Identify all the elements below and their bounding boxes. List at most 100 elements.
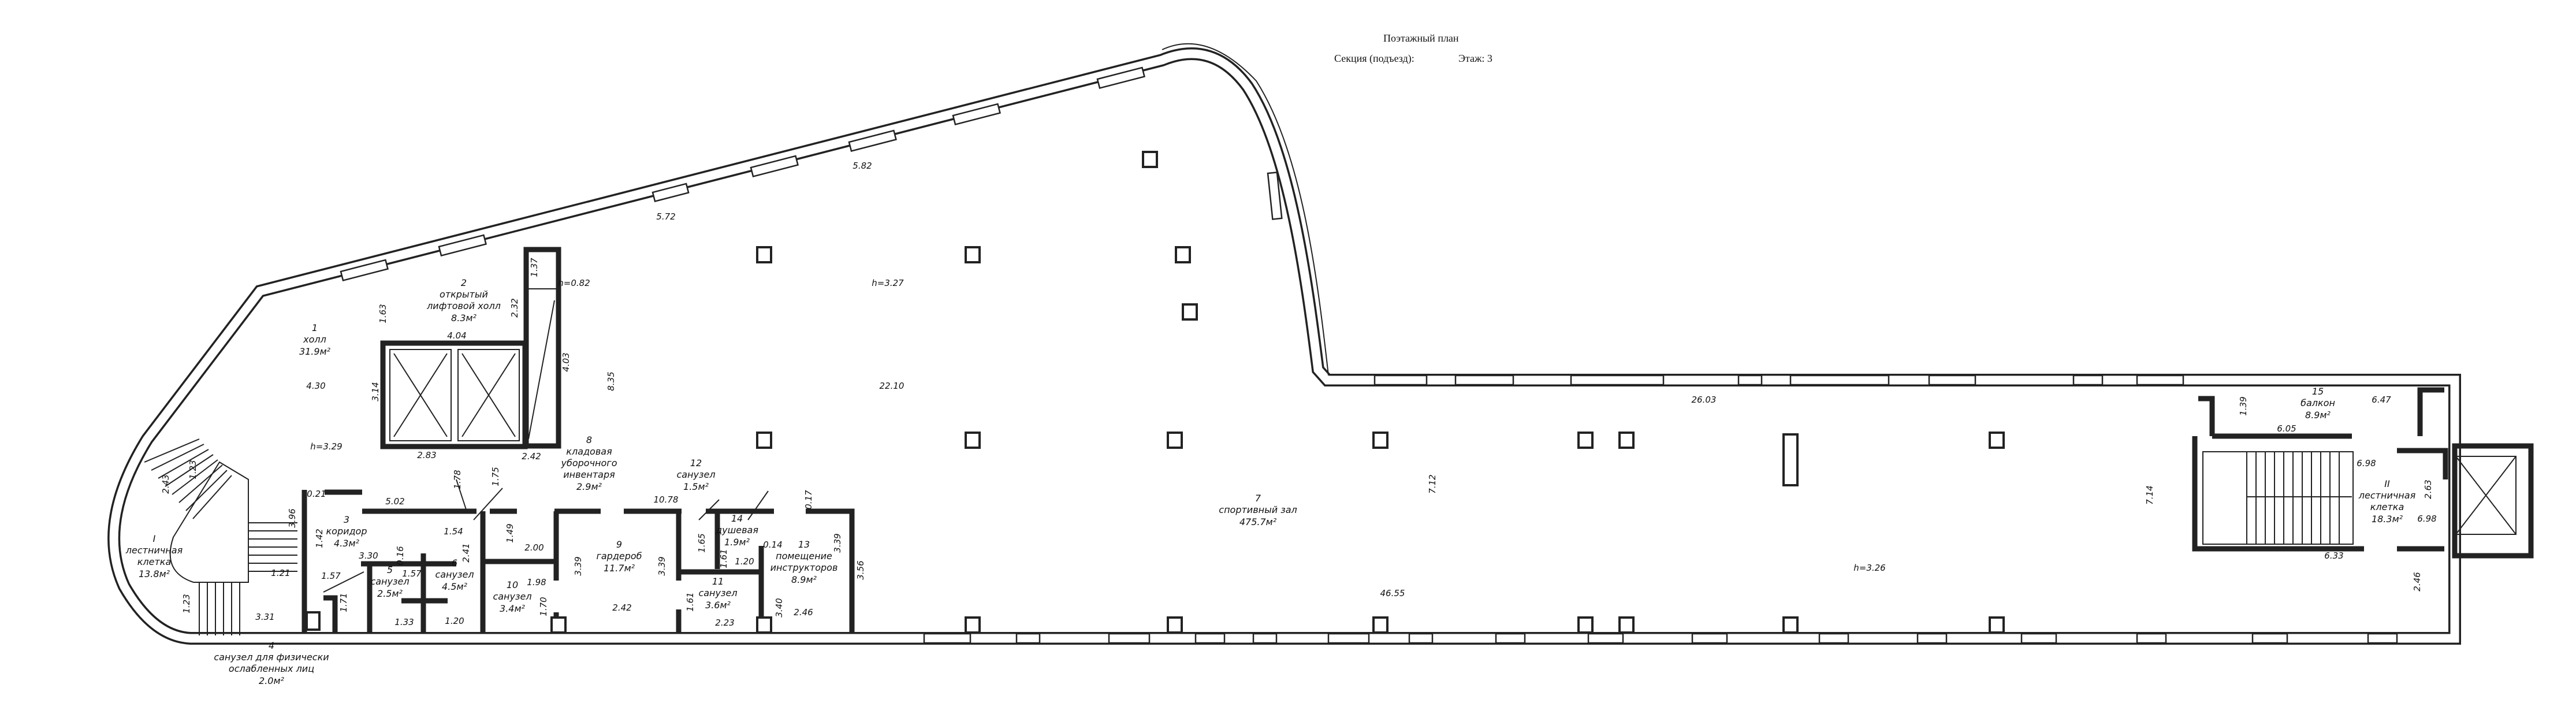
room-area: 4.3м² [334,538,360,549]
dimension-label: 2.42 [612,603,631,613]
room-number: 9 [616,539,622,550]
dimension-label: 1.23 [188,460,198,479]
dimension-label: 0.14 [763,540,782,550]
column [1142,151,1158,168]
window [952,103,1001,126]
room-number: 13 [798,539,810,550]
room-number: 7 [1255,493,1261,504]
windows [340,66,2398,644]
room-area: 2.0м² [259,675,285,686]
dimension-label: 4.04 [447,330,466,341]
dimension-label: 3.14 [370,382,381,401]
column [756,432,772,449]
dimension-label: 1.98 [527,577,546,587]
window [1916,633,1948,644]
room-area: 3.6м² [705,600,731,611]
window [1454,374,1514,386]
ceiling-height: h=3.29 [310,441,342,452]
dimension-label: 1.20 [445,616,464,626]
dimension-label: 1.49 [505,523,515,542]
stair-right [2192,387,2534,559]
stair-tread [165,454,214,487]
column [1989,616,2005,634]
column [965,616,981,634]
room-area: 475.7м² [1239,516,1277,527]
room-name: санузел [435,569,474,580]
window [652,183,690,203]
plan-title: Поэтажный план [1383,32,1459,44]
dimension-label: 46.55 [1380,588,1405,598]
column [965,432,981,449]
column [1167,616,1183,634]
window [1096,66,1145,90]
column [756,246,772,263]
column [550,616,567,634]
dimension-label: 3.39 [832,533,843,552]
outer-walls [107,43,2461,645]
columns [550,151,2005,634]
room-name: холл [303,334,326,345]
dimension-label: 1.39 [2238,396,2249,415]
dimension-label: 1.23 [181,594,192,613]
window [2251,633,2288,644]
window [2072,374,2104,386]
dimension-label: 1.75 [490,467,501,486]
dimension-label: 3.39 [657,556,667,575]
window [1570,374,1665,386]
dimension-label: 5.02 [385,496,404,507]
room-name: санузел [698,587,737,598]
stair-tread [185,470,228,511]
ceiling-height: h=3.26 [1853,563,1885,573]
dimension-label: 4.30 [306,381,325,391]
dimension-label: 1.57 [402,568,422,579]
section-label: Секция (подъезд): [1334,53,1414,65]
room-number: 8 [586,434,592,445]
room-name: спортивный зал [1219,504,1297,515]
column [1167,432,1183,449]
room-number: 11 [712,576,724,587]
dimension-label: 7.12 [1427,474,1438,493]
room-number: 12 [690,458,702,468]
room-area: 18.3м² [2372,514,2403,525]
column [1182,303,1198,321]
room-area: 13.8м² [139,568,170,579]
room-name: санузел [370,576,409,587]
column [1372,432,1388,449]
room-name: санузел [493,591,531,602]
window [2136,374,2184,386]
dimension-label: 7.14 [2145,485,2155,504]
window [1194,633,1226,644]
dimension-label: 1.57 [321,571,341,581]
room-number: 14 [731,513,743,524]
room-number: 1 [312,322,318,333]
room-name: коридор [326,526,367,537]
room-name: клетка [2370,501,2404,512]
room-number: 6 [452,557,457,568]
dimension-label: 1.61 [685,592,695,611]
stair-tread [158,449,209,479]
window [1789,374,1890,386]
dimension-label: 1.70 [538,597,549,616]
dimension-label: 2.83 [417,450,436,460]
dimension-label: 6.98 [2357,458,2376,468]
dimension-label: 3.31 [255,612,274,622]
column [1372,616,1388,634]
dimension-label: 1.65 [697,533,707,552]
room-number: 3 [344,514,349,525]
dimension-label: 1.54 [444,526,463,537]
room-name: балкон [2300,397,2335,408]
column [1175,246,1191,263]
dimension-label: 1.33 [394,617,414,627]
dimension-label: 2.42 [522,451,541,462]
room-number: II [2384,478,2390,489]
window [1327,633,1370,644]
dimension-label: 2.00 [524,542,544,553]
dimension-label: 4.03 [561,352,571,371]
dimension-label: 1.63 [378,304,388,323]
